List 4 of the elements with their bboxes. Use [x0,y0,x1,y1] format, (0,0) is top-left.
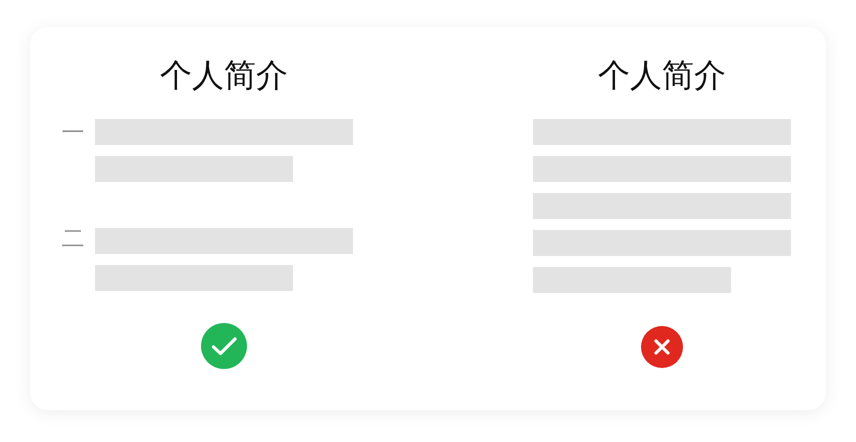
list-number: 一 [62,120,84,146]
heading: 个人简介 [598,56,726,94]
list-number: 二 [62,226,84,252]
heading: 个人简介 [160,56,288,94]
